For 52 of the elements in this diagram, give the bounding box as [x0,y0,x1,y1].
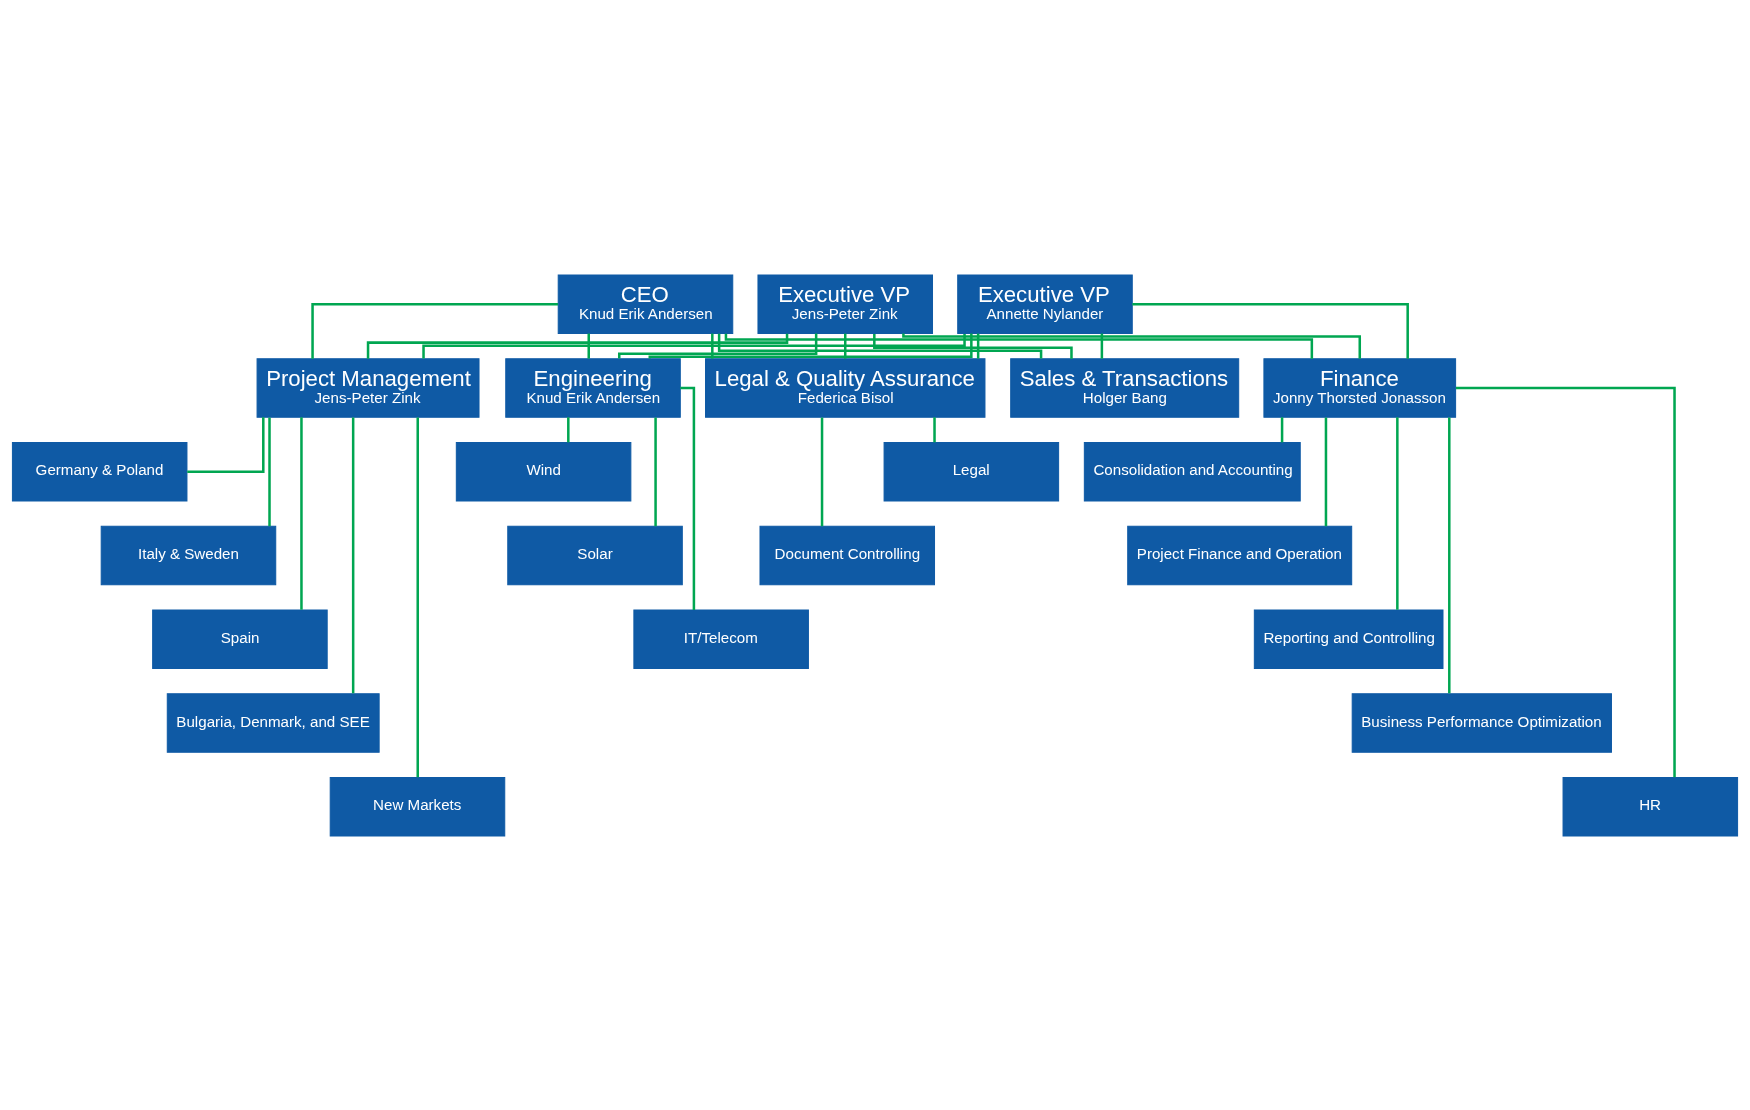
connector [300,416,303,610]
connector [711,333,714,359]
connector [820,417,824,526]
connector [366,333,789,359]
connector [717,333,1043,359]
connector [724,333,1314,359]
node-box: Project Finance and Operation [1127,525,1353,585]
node-box: CEO Knud Erik Andersen [557,274,734,334]
connector [567,416,570,442]
node-box: Germany & Poland [11,441,188,502]
connector [416,416,419,777]
connector [654,417,657,526]
node-box: Consolidation and Accounting [1083,441,1301,502]
node-box: Bulgaria, Denmark, and SEE [166,692,380,753]
node-box: Sales & Transactions Holger Bang [1010,357,1240,418]
node-box: Executive VP Jens-Peter Zink [757,274,933,334]
connector [648,333,973,359]
connector [1132,302,1409,359]
node-box: Finance Jonny Thorsted Jonasson [1263,357,1457,418]
node-box: Legal [883,441,1060,502]
node-box: Executive VP Annette Nylander [957,274,1133,334]
node-box: Business Performance Optimization [1351,692,1612,753]
connector [680,386,696,610]
connector [844,333,847,359]
node-box: Wind [455,441,632,502]
connector [1100,333,1104,359]
node-box: Legal & Quality Assurance Federica Bisol [705,357,986,418]
connector [1324,417,1328,526]
node-box: Project Management Jens-Peter Zink [256,357,480,418]
node-box: IT/Telecom [633,608,809,669]
connector [311,302,558,359]
connector [587,333,590,359]
node-box: HR [1562,776,1739,836]
connector [1396,416,1399,610]
node-box: New Markets [329,776,506,836]
node-box: Reporting and Controlling [1253,608,1444,669]
connector [422,333,966,359]
node-box: Solar [507,525,683,585]
connector [187,416,265,473]
connector [268,417,271,526]
connector [1455,386,1676,777]
node-box: Document Controlling [759,525,936,585]
node-box: Spain [152,608,328,669]
connector [1448,416,1451,693]
connector [873,333,1073,359]
node-box: Engineering Knud Erik Andersen [505,357,681,418]
connector [933,416,936,442]
node-box: Italy & Sweden [100,525,277,585]
connector [351,416,355,693]
connector [618,333,818,358]
connector [1280,416,1284,442]
connector [976,333,980,359]
